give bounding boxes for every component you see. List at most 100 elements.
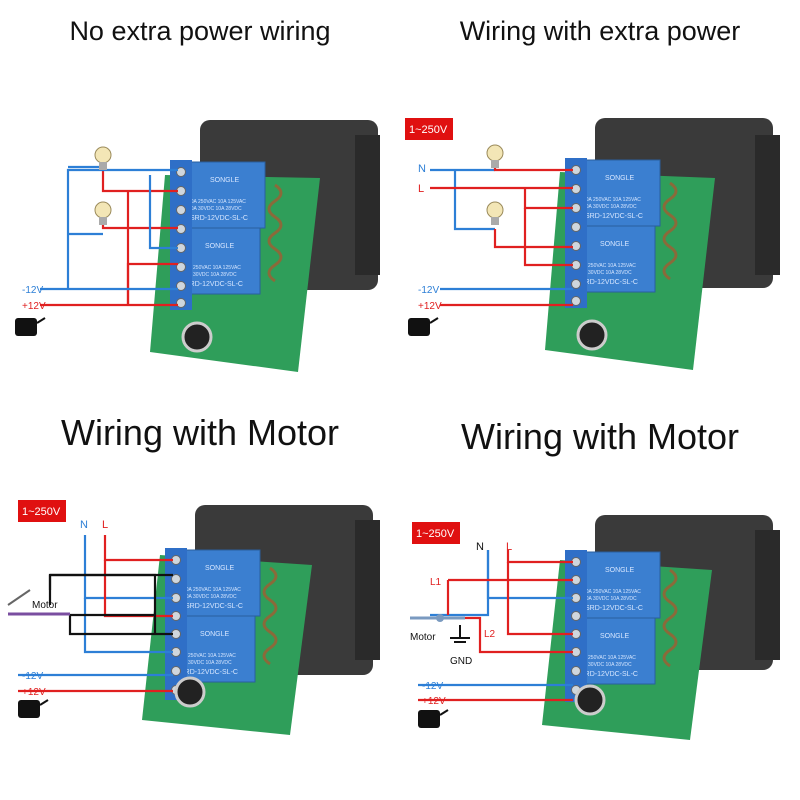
relay-spec-line: 10A 30VDC 10A 28VDC (188, 206, 242, 212)
neg-12v-label: -12V (22, 671, 43, 682)
voltage-badge (18, 500, 66, 522)
relay-spec-line: 10A 250VAC 10A 125VAC (183, 587, 241, 593)
relay-spec-line: 10A 250VAC 10A 125VAC (583, 589, 641, 595)
wiring-diagram: 1~250V SONGLE 10A 250VAC 10A 125VAC 10A … (405, 118, 780, 370)
bulb-icon (94, 146, 112, 170)
panel-title: Wiring with Motor (460, 416, 740, 457)
relay-upper: SONGLE 10A 250VAC 10A 125VAC 10A 30VDC 1… (177, 549, 261, 617)
panel-title: Wiring with Motor (60, 412, 340, 453)
neg-12v-label: -12V (422, 681, 443, 692)
voltage-badge-text: 1~250V (22, 506, 61, 518)
relay-spec-line: 10A 30VDC 10A 28VDC (178, 660, 232, 666)
terminal-block (170, 160, 192, 310)
relay-model: SRD-12VDC-SL-C (580, 671, 638, 678)
relay-spec-line: 10A 250VAC 10A 125VAC (188, 199, 246, 205)
relay-brand: SONGLE (605, 175, 635, 182)
l1-label: L1 (430, 577, 442, 588)
module-case-side (355, 135, 380, 275)
relay-model: SRD-12VDC-SL-C (585, 213, 643, 220)
motor-label: Motor (32, 600, 58, 611)
wiring-diagram: 1~250V SONGLE 10A 250VAC 10A 125VAC 10A … (7, 500, 380, 735)
receiver-module: SONGLE 10A 250VAC 10A 125VAC 10A 30VDC 1… (545, 118, 780, 370)
live-label: L (418, 183, 424, 195)
live-wires (430, 165, 573, 307)
motor-icon (7, 589, 70, 616)
power-adapter-icon (18, 699, 49, 718)
relay-spec-line: 10A 250VAC 10A 125VAC (578, 655, 636, 661)
panel-motor-b: Wiring with Motor 1~250V SONGLE 10A 250V… (400, 400, 800, 800)
relay-spec-line: 10A 250VAC 10A 125VAC (178, 653, 236, 659)
relay-upper: SONGLE 10A 250VAC 10A 125VAC 10A 30VDC 1… (577, 551, 661, 619)
relay-spec-line: 10A 30VDC 10A 28VDC (578, 662, 632, 668)
antenna-coil (662, 568, 678, 668)
relay-brand: SONGLE (600, 633, 630, 640)
receiver-module: SONGLE 10A 250VAC 10A 125VAC 10A 30VDC 1… (542, 515, 780, 740)
capacitor (574, 684, 606, 716)
terminal-block (565, 158, 587, 308)
relay-model: SRD-12VDC-SL-C (185, 603, 243, 610)
neutral-wires (40, 165, 178, 291)
bulb-icon (486, 201, 504, 225)
relay-brand: SONGLE (210, 177, 240, 184)
relay-spec-line: 10A 30VDC 10A 28VDC (183, 594, 237, 600)
antenna-coil (267, 183, 283, 283)
relay-upper: SONGLE 10A 250VAC 10A 125VAC 10A 30VDC 1… (577, 159, 661, 227)
live-label: L (102, 519, 108, 531)
ground-symbol (450, 625, 470, 643)
module-case-side (755, 530, 780, 660)
receiver-module: SONGLE 10A 250VAC 10A 125VAC 10A 30VDC 1… (150, 120, 380, 372)
relay-brand: SONGLE (205, 565, 235, 572)
panel-motor-a: Wiring with Motor 1~250V SONGLE 10A 250V… (0, 400, 400, 800)
relay-model: SRD-12VDC-SL-C (585, 605, 643, 612)
motor-wires (48, 573, 173, 636)
relay-model: SRD-12VDC-SL-C (180, 669, 238, 676)
relay-spec-line: 10A 30VDC 10A 28VDC (578, 270, 632, 276)
relay-spec-line: 10A 250VAC 10A 125VAC (583, 197, 641, 203)
relay-spec-line: 10A 30VDC 10A 28VDC (183, 272, 237, 278)
antenna-coil (662, 181, 678, 281)
live-wires (418, 550, 573, 702)
pos-12v-label: +12V (22, 687, 46, 698)
panel-title: Wiring with extra power (459, 16, 741, 46)
voltage-badge (405, 118, 453, 140)
voltage-badge-text: 1~250V (409, 124, 448, 136)
wiring-diagram: 1~250V SONGLE 10A 250VAC 10A 125VAC 10A … (410, 515, 780, 740)
module-case-side (355, 520, 380, 660)
terminal-screws (571, 165, 581, 306)
power-adapter-icon (15, 317, 46, 336)
bulb-icon (486, 144, 504, 168)
neutral-wires (418, 550, 573, 687)
voltage-badge (412, 522, 460, 544)
neg-12v-label: -12V (418, 285, 439, 296)
power-adapter-icon (418, 709, 449, 728)
relay-brand: SONGLE (205, 243, 235, 250)
neg-12v-label: -12V (22, 285, 43, 296)
relay-brand: SONGLE (600, 241, 630, 248)
motor-label: Motor (410, 632, 436, 643)
antenna-coil (262, 566, 278, 666)
gnd-label: GND (450, 656, 472, 667)
relay-spec-line: 10A 250VAC 10A 125VAC (183, 265, 241, 271)
neutral-label: N (476, 541, 484, 553)
relay-spec-line: 10A 30VDC 10A 28VDC (583, 596, 637, 602)
pos-12v-label: +12V (418, 301, 442, 312)
relay-spec-line: 10A 250VAC 10A 125VAC (578, 263, 636, 269)
terminal-screws (571, 557, 581, 695)
neutral-label: N (418, 163, 426, 175)
capacitor (181, 321, 213, 353)
relay-upper: SONGLE 10A 250VAC 10A 125VAC 10A 30VDC 1… (182, 161, 266, 229)
neutral-label: N (80, 519, 88, 531)
power-adapter-icon (408, 317, 439, 336)
capacitor (174, 676, 206, 708)
relay-model: SRD-12VDC-SL-C (185, 281, 243, 288)
pos-12v-label: +12V (422, 696, 446, 707)
terminal-block (565, 550, 587, 702)
receiver-module: SONGLE 10A 250VAC 10A 125VAC 10A 30VDC 1… (142, 505, 380, 735)
live-label: L (506, 541, 512, 553)
neutral-wires (430, 168, 573, 291)
bulb-icon (94, 201, 112, 225)
relay-spec-line: 10A 30VDC 10A 28VDC (583, 204, 637, 210)
terminal-block (165, 548, 187, 700)
relay-model: SRD-12VDC-SL-C (580, 279, 638, 286)
voltage-badge-text: 1~250V (416, 528, 455, 540)
